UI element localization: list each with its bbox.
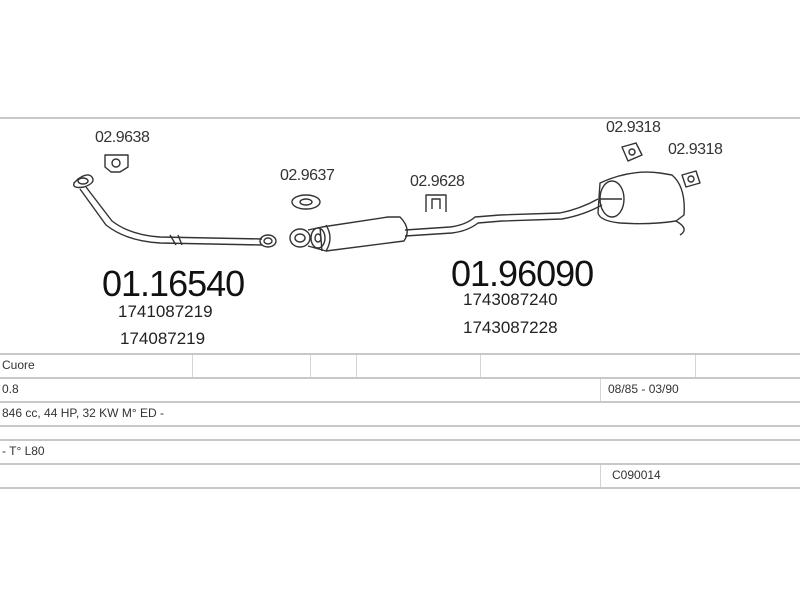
group-ref-left-1: 1741087219 — [118, 302, 213, 321]
gasket-2-9638 — [104, 154, 129, 173]
vehicle-table: Cuore 0.8 08/85 - 03/90 846 cc, 44 HP, 3… — [0, 353, 800, 489]
gasket-2-9637 — [291, 194, 321, 210]
group-ref-left-2: 174087219 — [120, 329, 206, 348]
group-ref-right-2: 1743087228 — [463, 318, 558, 337]
table-row-empty — [0, 427, 800, 441]
table-row-model: Cuore — [0, 353, 800, 379]
hanger-2-9628 — [425, 194, 447, 212]
variant-cell: - T° L80 — [2, 444, 45, 458]
exhaust-drawing — [73, 142, 701, 252]
table-row-engine: 0.8 08/85 - 03/90 — [0, 379, 800, 403]
part-label-1: 02.9638 — [95, 129, 150, 146]
middle-silencer — [289, 198, 603, 252]
group-code-left: 01.16540 — [102, 263, 245, 304]
specs-cell: 846 cc, 44 HP, 32 KW M° ED - — [2, 406, 164, 420]
table-row-code: C090014 — [0, 465, 800, 489]
years-cell: 08/85 - 03/90 — [608, 382, 679, 396]
code-cell: C090014 — [612, 468, 661, 482]
table-row-variant: - T° L80 — [0, 441, 800, 465]
group-ref-right-1: 1743087240 — [463, 290, 558, 309]
group-code-right: 01.96090 — [451, 253, 594, 294]
front-pipe — [73, 174, 277, 248]
hanger-2-9318-b — [681, 170, 701, 188]
hanger-2-9318-a — [621, 142, 643, 162]
engine-cell: 0.8 — [2, 382, 19, 396]
top-border — [0, 117, 800, 119]
part-label-5: 02.9318 — [668, 141, 723, 158]
rear-silencer — [597, 171, 685, 236]
model-cell: Cuore — [2, 358, 35, 372]
exhaust-diagram: 02.9638 02.9637 02.9628 02.9318 02.9318 … — [0, 117, 800, 352]
part-label-3: 02.9628 — [410, 173, 465, 190]
table-row-specs: 846 cc, 44 HP, 32 KW M° ED - — [0, 403, 800, 427]
part-label-2: 02.9637 — [280, 167, 335, 184]
part-label-4: 02.9318 — [606, 119, 661, 136]
